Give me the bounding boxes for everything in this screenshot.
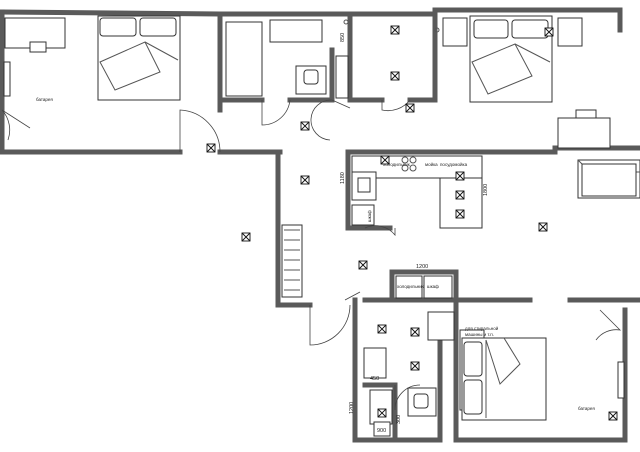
- fridge-label: холодильник: [383, 162, 410, 167]
- dim-wc-small: 300: [396, 415, 402, 424]
- pantry: 1200 холодильник шкаф: [395, 264, 453, 299]
- lamp-icon: [410, 327, 420, 337]
- wardrobe: [281, 224, 303, 298]
- cabinet-unit: [351, 204, 375, 226]
- lamp-icon: [380, 155, 390, 165]
- shelf: [335, 55, 349, 99]
- radiator: [3, 61, 11, 97]
- lamp-icon: [390, 71, 400, 81]
- chair: [29, 41, 47, 53]
- shelf-note-2: машины и т.п.: [465, 332, 494, 337]
- dim-wc-depth: 450: [370, 376, 379, 382]
- shelf-note-1: для стиральной: [465, 325, 499, 331]
- pantry-fridge-label: холодильник: [397, 284, 424, 289]
- hob-grid: [581, 163, 637, 197]
- dresser: [557, 117, 611, 149]
- closet-drain: [434, 27, 440, 33]
- burner: [409, 156, 417, 164]
- lamp-icon: [377, 324, 387, 334]
- lamp-icon: [405, 103, 415, 113]
- lamp-icon: [390, 25, 400, 35]
- lamp-icon: [410, 361, 420, 371]
- nightstand: [557, 17, 583, 47]
- lamp-icon: [241, 232, 251, 242]
- bathtub: [225, 21, 263, 97]
- lamp-icon: [538, 222, 548, 232]
- pantry-wardrobe-label: шкаф: [427, 284, 439, 289]
- nightstand: [442, 17, 468, 47]
- sink-counter: [269, 19, 323, 43]
- lamp-icon: [455, 190, 465, 200]
- drain: [343, 19, 349, 25]
- ceiling-lights: [206, 25, 618, 421]
- pillow: [511, 19, 549, 39]
- bathroom: 850: [225, 19, 349, 99]
- washing-machine-door: [413, 393, 429, 409]
- dim-kitchen-counter: 1800: [483, 184, 489, 196]
- oven: [357, 177, 371, 193]
- wc-sink: [373, 421, 391, 437]
- lamp-icon: [455, 171, 465, 181]
- dishwasher-label: посудомойка: [440, 161, 468, 167]
- washing-machine-door: [303, 69, 319, 85]
- radiator-label-left: батарея: [36, 97, 53, 102]
- lamp-icon: [455, 209, 465, 219]
- stool: [575, 109, 597, 119]
- lamp-icon: [358, 260, 368, 270]
- dim-wc-width: 900: [377, 428, 386, 434]
- kitchen: холодильник мойка посудомойка шкаф 1180 …: [340, 155, 489, 229]
- burner: [401, 164, 409, 172]
- pillow: [99, 17, 137, 37]
- sink-label: мойка: [425, 161, 438, 167]
- burner: [401, 156, 409, 164]
- hall-shelf: [363, 347, 387, 379]
- walls: [0, 7, 640, 443]
- closet: [434, 27, 440, 33]
- dim-bath: 850: [340, 33, 346, 42]
- counter-side: [439, 177, 483, 229]
- pantry-wardrobe: [423, 275, 453, 299]
- lamp-icon: [377, 408, 387, 418]
- living-room: [281, 224, 303, 298]
- radiator: [617, 361, 625, 399]
- wc: 450 1200 900 300: [349, 311, 455, 437]
- doors: [1, 99, 622, 411]
- dim-wc-height: 1200: [349, 402, 355, 414]
- pillow: [463, 341, 483, 377]
- lamp-icon: [608, 411, 618, 421]
- pillow: [139, 17, 177, 37]
- hall-cabinet: [427, 311, 455, 341]
- lamp-icon: [544, 27, 554, 37]
- pillow: [463, 379, 483, 415]
- radiator-label-right: батарея: [578, 406, 595, 411]
- burner: [409, 164, 417, 172]
- dim-kitchen-wall: 1180: [340, 172, 346, 184]
- cabinet-label: шкаф: [367, 210, 372, 222]
- pantry-fridge: [395, 275, 423, 299]
- left-bedroom: батарея: [3, 15, 181, 102]
- lamp-icon: [300, 175, 310, 185]
- bottom-bedroom: для стиральной машины и т.п. батарея: [459, 325, 625, 421]
- pillow: [473, 19, 509, 39]
- lamp-icon: [206, 143, 216, 153]
- toilet: [369, 389, 393, 425]
- dim-pantry: 1200: [416, 264, 428, 270]
- lamp-icon: [300, 121, 310, 131]
